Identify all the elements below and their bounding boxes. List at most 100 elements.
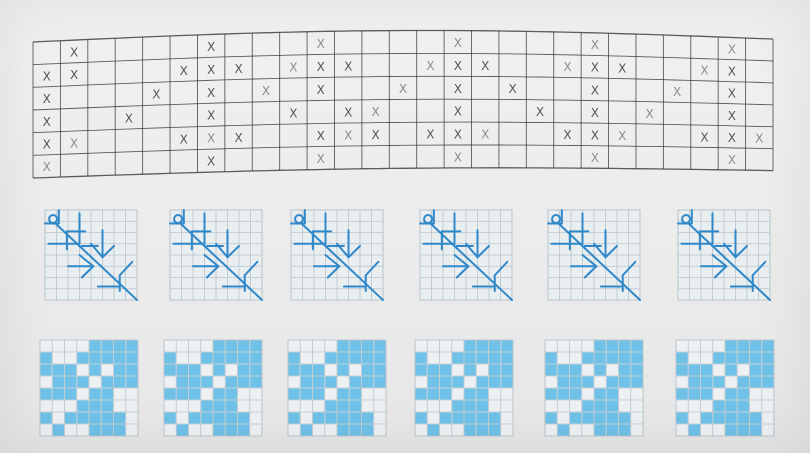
filled-cell <box>350 389 361 400</box>
filled-cell <box>689 425 700 436</box>
filled-cell <box>762 353 773 364</box>
block-tile-3 <box>288 340 386 436</box>
filled-cell <box>701 389 712 400</box>
branch-knot <box>295 215 303 223</box>
filled-cell <box>226 413 237 424</box>
filled-cell <box>726 425 737 436</box>
filled-cell <box>90 341 101 352</box>
filled-cell <box>726 353 737 364</box>
stitch-mark: X <box>618 61 626 75</box>
filled-cell <box>214 401 225 412</box>
filled-cell <box>619 413 630 424</box>
filled-cell <box>338 341 349 352</box>
filled-cell <box>428 365 439 376</box>
filled-cell <box>114 341 125 352</box>
filled-cell <box>65 365 76 376</box>
stitch-mark: X <box>317 129 325 143</box>
filled-cell <box>374 365 385 376</box>
stitch-mark: X <box>509 82 517 96</box>
filled-cell <box>726 389 737 400</box>
filled-cell <box>501 341 512 352</box>
filled-cell <box>214 389 225 400</box>
filled-cell <box>477 389 488 400</box>
stitch-mark: X <box>728 153 736 167</box>
filled-cell <box>750 425 761 436</box>
filled-cell <box>452 413 463 424</box>
filled-cell <box>338 353 349 364</box>
filled-cell <box>102 389 113 400</box>
filled-cell <box>201 413 212 424</box>
filled-cell <box>126 341 137 352</box>
stitch-mark: X <box>289 61 297 75</box>
stitch-mark: X <box>728 87 736 101</box>
filled-cell <box>416 389 427 400</box>
filled-cell <box>738 401 749 412</box>
filled-cell <box>102 341 113 352</box>
block-tile-6 <box>676 340 774 436</box>
stitch-mark: X <box>454 36 462 50</box>
stitch-mark: X <box>728 65 736 79</box>
filled-cell <box>416 365 427 376</box>
filled-cell <box>177 425 188 436</box>
stitch-mark: X <box>70 68 78 82</box>
stitch-mark: X <box>591 61 599 75</box>
filled-cell <box>465 401 476 412</box>
stitch-mark: X <box>344 129 352 143</box>
filled-cell <box>477 341 488 352</box>
grid-row-line <box>33 99 773 110</box>
filled-cell <box>126 365 137 376</box>
stitch-mark: X <box>728 43 736 57</box>
filled-cell <box>477 401 488 412</box>
stitch-mark: X <box>755 131 763 145</box>
stitch-mark: X <box>591 128 599 142</box>
filled-cell <box>226 341 237 352</box>
filled-cell <box>595 353 606 364</box>
filled-cell <box>440 365 451 376</box>
filled-cell <box>607 401 618 412</box>
filled-cell <box>677 353 688 364</box>
filled-cell <box>374 341 385 352</box>
filled-cell <box>102 401 113 412</box>
stitch-mark: X <box>700 130 708 144</box>
filled-cell <box>452 401 463 412</box>
filled-cell <box>558 365 569 376</box>
block-tile-2 <box>164 340 262 436</box>
filled-cell <box>313 365 324 376</box>
filled-cell <box>582 353 593 364</box>
filled-cell <box>362 365 373 376</box>
stitch-mark: X <box>70 45 78 59</box>
stitch-mark: X <box>43 92 51 106</box>
filled-cell <box>238 413 249 424</box>
filled-cell <box>595 389 606 400</box>
filled-cell <box>619 341 630 352</box>
filled-cell <box>582 401 593 412</box>
stitch-mark: X <box>152 88 160 102</box>
filled-cell <box>362 377 373 388</box>
filled-cell <box>501 353 512 364</box>
filled-cell <box>595 401 606 412</box>
filled-cell <box>631 341 642 352</box>
filled-cell <box>250 353 261 364</box>
filled-cell <box>750 353 761 364</box>
stitch-mark: X <box>125 112 133 126</box>
filled-cell <box>90 413 101 424</box>
filled-cell <box>114 425 125 436</box>
filled-cell <box>189 377 200 388</box>
filled-cell <box>607 425 618 436</box>
filled-cell <box>689 389 700 400</box>
filled-cell <box>428 377 439 388</box>
filled-cell <box>546 389 557 400</box>
filled-cell <box>501 377 512 388</box>
filled-cell <box>77 413 88 424</box>
filled-cell <box>689 365 700 376</box>
filled-cell <box>750 377 761 388</box>
filled-cell <box>338 365 349 376</box>
filled-cell <box>452 353 463 364</box>
filled-cell <box>726 413 737 424</box>
filled-cell <box>301 377 312 388</box>
stitch-mark: X <box>371 105 379 119</box>
filled-cell <box>677 365 688 376</box>
filled-cell <box>631 377 642 388</box>
filled-cell <box>607 413 618 424</box>
block-tile-4 <box>415 340 513 436</box>
